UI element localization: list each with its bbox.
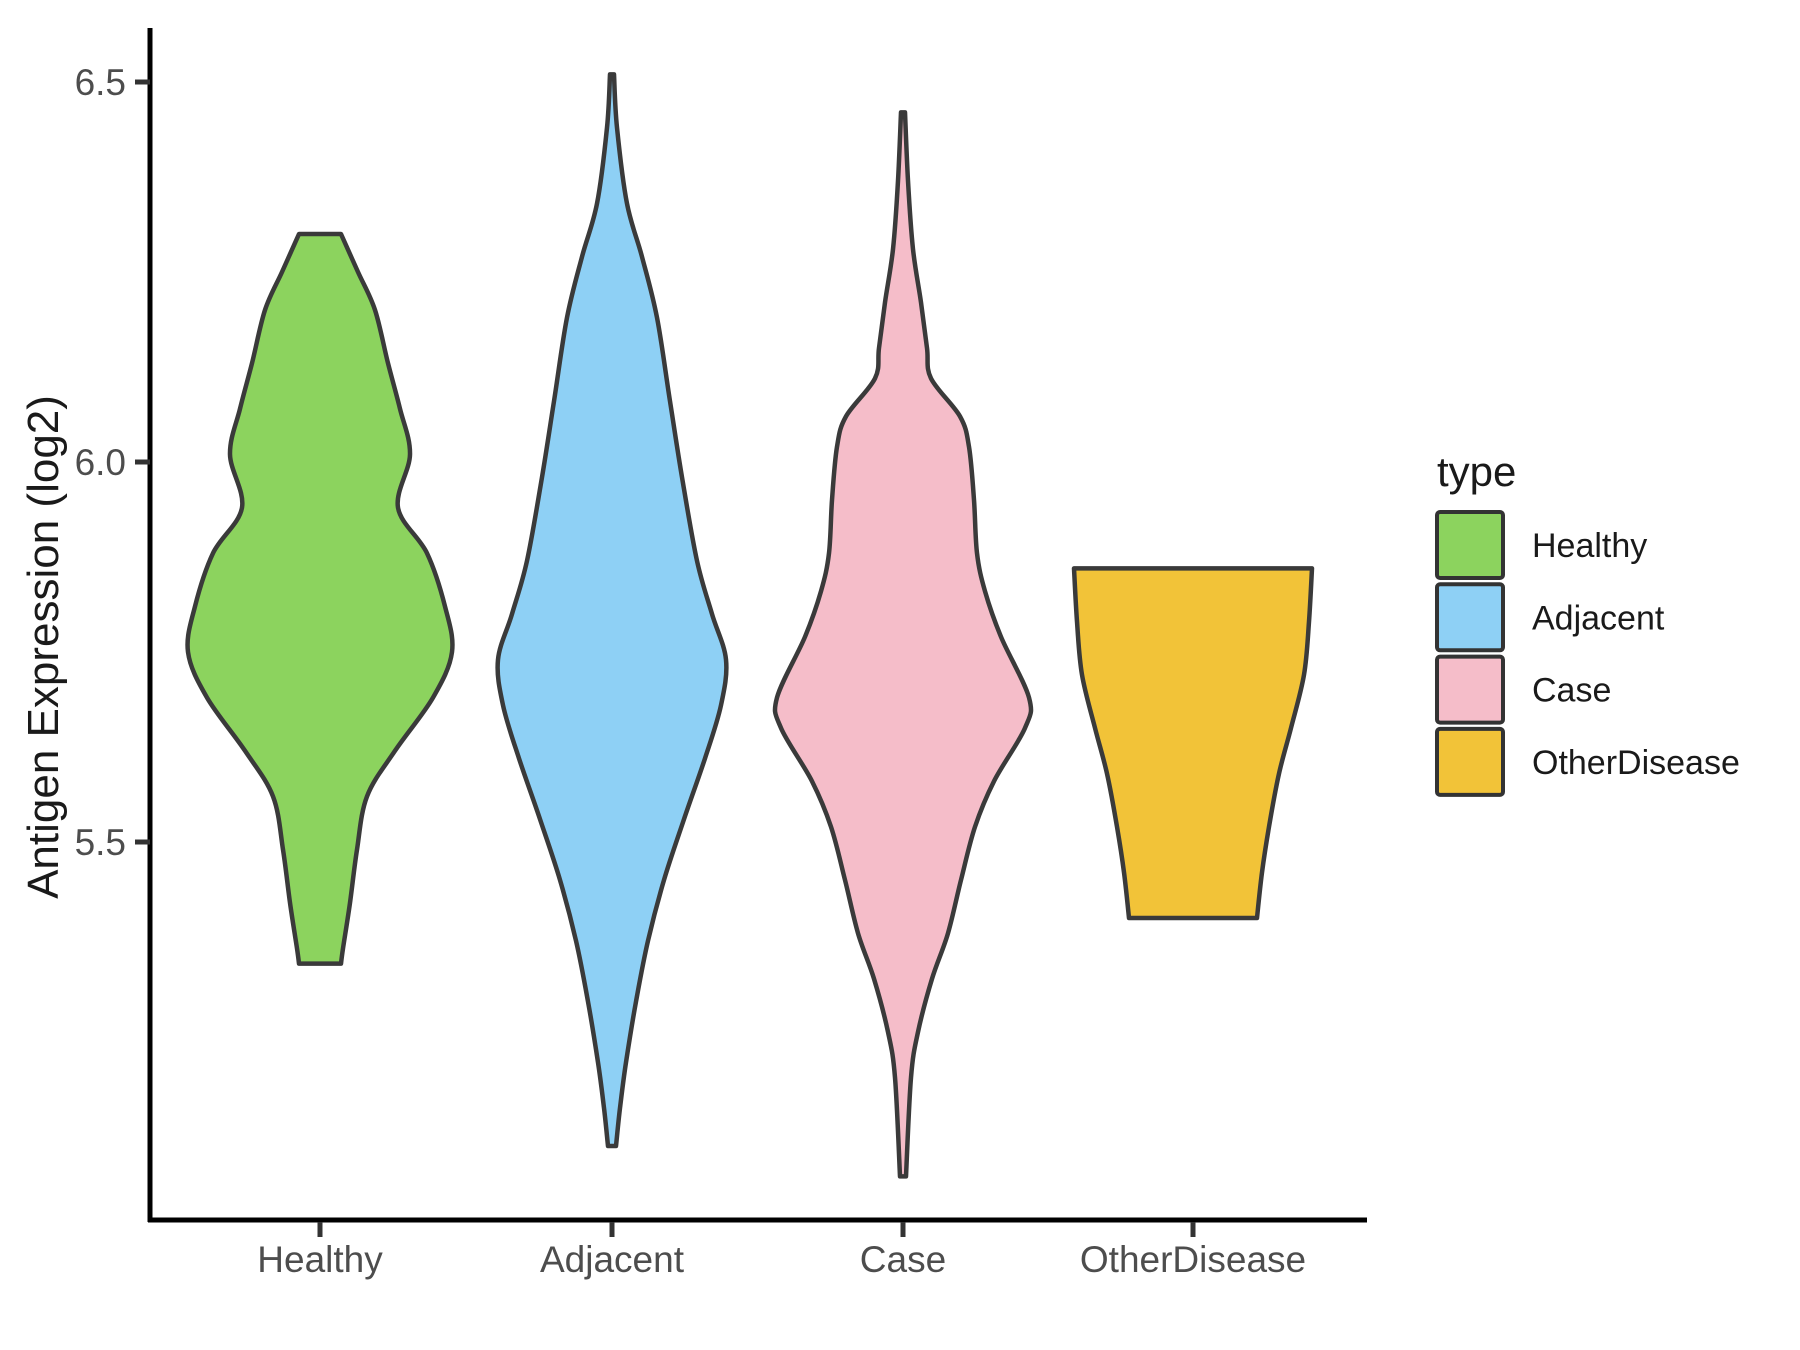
y-axis-title: Antigen Expression (log2) xyxy=(19,395,68,899)
y-tick-label: 6.0 xyxy=(75,442,126,483)
violin-adjacent xyxy=(495,72,729,1149)
y-tick-label: 6.5 xyxy=(75,62,126,103)
axes-group: 6.5 6.0 5.5 Healthy Adjacent Case OtherDiseas… xyxy=(75,28,1367,1280)
legend-label-case: Case xyxy=(1532,672,1611,710)
legend-label-adjacent: Adjacent xyxy=(1532,599,1665,637)
legend-swatch-adjacent xyxy=(1435,582,1505,653)
violin-case xyxy=(772,110,1034,1179)
x-tick-label-healthy: Healthy xyxy=(257,1239,383,1280)
legend-label-otherdisease: OtherDisease xyxy=(1532,744,1740,782)
x-tick-label-otherdisease: OtherDisease xyxy=(1080,1239,1306,1280)
violin-otherdisease xyxy=(1071,566,1315,921)
x-tick-label-case: Case xyxy=(860,1239,946,1280)
legend-swatch-case xyxy=(1435,654,1505,725)
x-ticks-group: Healthy Adjacent Case OtherDisease xyxy=(257,1222,1306,1280)
legend-swatch-otherdisease xyxy=(1435,726,1505,797)
y-ticks-group: 6.5 6.0 5.5 xyxy=(75,62,150,863)
violin-healthy xyxy=(185,231,455,966)
violins-group xyxy=(185,72,1315,1179)
y-tick-label: 5.5 xyxy=(75,822,126,863)
legend-label-healthy: Healthy xyxy=(1532,527,1647,565)
legend-swatch-healthy xyxy=(1435,510,1505,580)
x-tick-label-adjacent: Adjacent xyxy=(540,1239,685,1280)
legend-title: type xyxy=(1437,448,1516,495)
